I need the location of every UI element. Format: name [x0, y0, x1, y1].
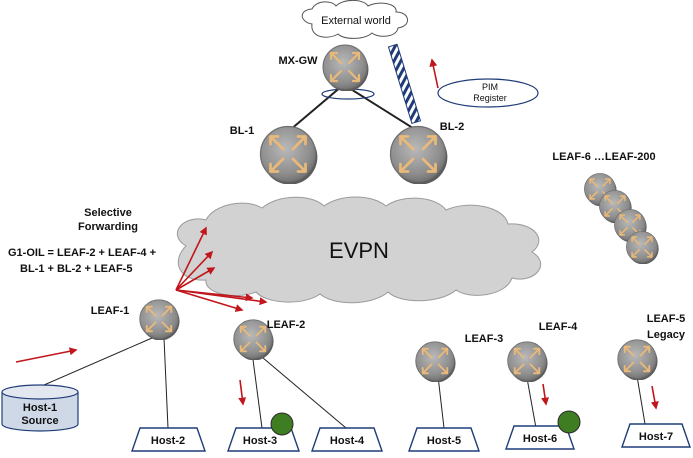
pim-register-line2: Register — [473, 93, 507, 103]
oil-line2: BL-1 + BL-2 + LEAF-5 — [20, 263, 132, 275]
selective-line1: Selective — [84, 207, 132, 219]
leaf5-line2: Legacy — [647, 329, 686, 341]
bl2-router: BL-2 — [389, 121, 464, 184]
host6: Host-6 — [505, 410, 581, 450]
host4-label: Host-4 — [330, 435, 365, 447]
bl1-router: BL-1 — [230, 125, 318, 184]
host2-label: Host-2 — [151, 435, 185, 447]
host7-label: Host-7 — [639, 431, 673, 443]
host3-label: Host-3 — [243, 435, 277, 447]
host5-label: Host-5 — [427, 435, 461, 447]
evpn-label: EVPN — [329, 238, 389, 263]
host1-source: Host-1 Source — [1, 384, 79, 432]
oil-line1: G1-OIL = LEAF-2 + LEAF-4 + — [8, 247, 156, 259]
mx-gw-router: MX-GW — [278, 43, 369, 91]
leaf5-host7-arrow — [650, 385, 659, 410]
pim-arrow — [429, 58, 439, 89]
leaf4-label: LEAF-4 — [539, 321, 578, 333]
bl1-label: BL-1 — [230, 125, 254, 137]
host5: Host-5 — [408, 427, 480, 452]
leaf4-host6-arrow — [541, 383, 550, 406]
bl2-label: BL-2 — [440, 121, 464, 133]
leaf1-router: LEAF-1 — [91, 298, 180, 340]
host1-line2: Source — [21, 415, 58, 427]
host7: Host-7 — [621, 423, 691, 448]
host3: Host-3 — [227, 412, 300, 452]
host2: Host-2 — [131, 427, 206, 452]
pim-register-bubble: PIM Register — [437, 78, 539, 108]
leaf5-line1: LEAF-5 — [647, 313, 686, 325]
mx-gw-label: MX-GW — [278, 55, 318, 67]
source-arrow — [15, 347, 78, 363]
leaf3-label: LEAF-3 — [465, 333, 504, 345]
leaf-group-stack: LEAF-6 …LEAF-200 — [552, 151, 659, 264]
leaf1-label: LEAF-1 — [91, 305, 130, 317]
external-world-cloud: External world — [301, 0, 408, 39]
leaf2-label: LEAF-2 — [267, 319, 306, 331]
leaf-group-label: LEAF-6 …LEAF-200 — [552, 151, 655, 163]
link-mxgw-bl1 — [289, 85, 343, 131]
selective-line2: Forwarding — [78, 221, 138, 233]
host6-label: Host-6 — [523, 433, 557, 445]
host6-receiver-dot — [557, 410, 581, 434]
leaf5-router: LEAF-5 Legacy — [616, 313, 686, 380]
pim-register-line1: PIM — [482, 82, 498, 92]
host-links — [43, 337, 646, 429]
host4: Host-4 — [311, 427, 383, 452]
external-world-label: External world — [321, 15, 391, 27]
host3-receiver-dot — [270, 412, 294, 436]
leaf2-host3-arrow — [238, 379, 247, 406]
leaf4-router: LEAF-4 — [506, 321, 578, 382]
link-mxgw-bl2 — [345, 85, 417, 131]
pim-tunnel — [387, 43, 439, 125]
host1-line1: Host-1 — [23, 402, 57, 414]
evpn-cloud: EVPN — [176, 196, 542, 304]
leaf2-router: LEAF-2 — [232, 318, 306, 360]
leaf3-router: LEAF-3 — [414, 333, 504, 382]
replication-arrows — [175, 226, 268, 312]
